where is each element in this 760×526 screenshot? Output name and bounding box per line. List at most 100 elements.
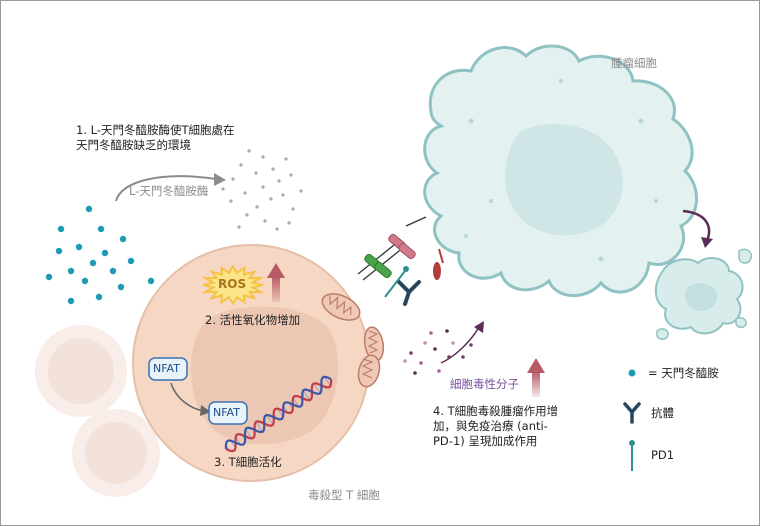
legend-antibody-icon [623,402,641,424]
asparagine-dot [147,277,155,285]
asparagine-dot [117,283,125,291]
dying-tumor-cell-icon [654,248,753,340]
degraded-asparagine-dot [281,193,285,197]
degraded-asparagine-dot [239,163,243,167]
degraded-asparagine-dot [254,171,258,175]
ros-burst-icon [201,264,265,306]
asparagine-dot [57,225,65,233]
nfat-outer-label: NFAT [153,362,180,375]
dna-base-pair [324,376,331,387]
degraded-asparagine-dot [221,187,225,191]
tumor-cell-icon [423,44,698,297]
legend-asparagine-label: = 天門冬醯胺 [648,366,719,380]
asparagine-dot [97,225,105,233]
cytotoxic-granule [429,331,433,335]
legend-asparagine-dot [628,369,636,377]
enzyme-label: L-天門冬醯胺酶 [129,184,209,198]
legend-pd1-label: PD1 [651,448,675,462]
ros-label: ROS [218,277,247,291]
degraded-asparagine-dot [271,167,275,171]
legend-antibody-label: 抗體 [651,406,674,420]
killer-t-cell-icon [132,244,370,482]
cytotoxic-molecules-label: 細胞毒性分子 [450,377,519,391]
mitochondrion-icon-3 [357,354,381,388]
background-cell-1 [35,325,127,417]
degraded-asparagine-dot [287,221,291,225]
pd-l1-icon [433,248,444,280]
asparagine-dot [85,205,93,213]
degraded-asparagine-dot [245,213,249,217]
cytotoxic-granule [423,341,427,345]
nfat-outer-box [148,357,188,381]
asparagine-dot [101,249,109,257]
enzyme-arrow-head [214,173,226,186]
cytotoxic-granule [461,355,465,359]
antibody-icon [397,280,421,306]
granule-arrow [440,326,480,364]
cytotoxicity-increase-arrow [527,358,545,397]
dna-helix-icon [224,375,333,453]
enzyme-arrow [115,175,217,202]
nfat-inner-box [208,401,248,425]
degraded-asparagine-dot [291,207,295,211]
asparagine-dot [45,273,53,281]
degraded-asparagine-dots [221,149,303,231]
degraded-asparagine-dot [229,199,233,203]
asparagine-dot [109,267,117,275]
degraded-asparagine-dot [277,179,281,183]
cytotoxic-granule [469,343,473,347]
degraded-asparagine-dot [299,189,303,193]
mitochondrion-icon-1 [321,293,361,321]
cytotoxic-granule [433,347,437,351]
asparagine-dot [67,267,75,275]
dna-base-pair [266,414,274,425]
cytotoxic-granule [409,351,413,355]
degraded-asparagine-dot [247,149,251,153]
asparagine-dot [119,235,127,243]
cytotoxic-granule [445,329,449,333]
tcr-mhc-receptor-icon [357,216,427,281]
granule-arrow-head [474,321,484,333]
cytotoxic-granules [403,329,473,375]
step2-label: 2. 活性氧化物增加 [205,313,301,327]
asparagine-dot [67,297,75,305]
cytotoxic-granule [451,341,455,345]
dna-base-pair [255,421,264,433]
legend-pd1-icon [629,440,635,471]
ros-increase-arrow [267,263,285,302]
degraded-asparagine-dot [289,173,293,177]
cytotoxic-granule [437,369,441,373]
degraded-asparagine-dot [269,197,273,201]
degraded-asparagine-dot [237,225,241,229]
death-arrow [682,209,711,242]
dna-base-pair [302,390,311,401]
background-cell-2 [72,409,160,497]
death-arrow-head [701,237,713,248]
killer-t-cell-label: 毒殺型 T 細胞 [308,488,380,502]
dna-strand-red [225,378,333,453]
tumor-cell-label: 腫瘤細胞 [611,56,657,70]
nfat-inner-label: NFAT [213,406,240,419]
asparagine-dot [55,247,63,255]
dna-base-pair [245,428,253,439]
cytotoxic-granule [419,361,423,365]
step4-label: 4. T細胞毒殺腫瘤作用增 加，與免疫治療 (anti- PD-1) 呈現加成作… [433,404,559,448]
dna-base-pair [313,383,321,394]
asparagine-dot [89,259,97,267]
degraded-asparagine-dot [263,219,267,223]
step1-label: 1. L-天門冬醯胺酶使T細胞處在 天門冬醯胺缺乏的環境 [76,123,235,152]
asparagine-dot [95,293,103,301]
degraded-asparagine-dot [261,185,265,189]
pd1-icon-t-cell [384,266,409,298]
cytotoxic-granule [413,371,417,375]
degraded-asparagine-dot [275,227,279,231]
asparagine-dots [45,205,155,305]
degraded-asparagine-dot [231,177,235,181]
asparagine-dot [127,257,135,265]
degraded-asparagine-dot [261,155,265,159]
dna-strand-blue [224,375,332,450]
degraded-asparagine-dot [243,191,247,195]
asparagine-dot [81,277,89,285]
